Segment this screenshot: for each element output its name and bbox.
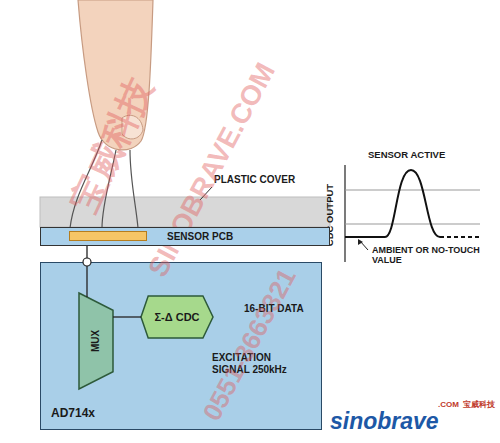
cdc-block: Σ-Δ CDC [141,296,213,338]
y-axis [344,165,345,262]
cdc-curve [345,170,440,237]
pin-junction [83,258,91,266]
threshold-line [345,224,480,225]
sensor-electrode [69,231,147,241]
threshold-line [345,190,480,191]
signal-wire [87,246,88,297]
wire-line [113,316,141,317]
logo-text: 宝威科技 [463,400,495,409]
graph-label: AMBIENT OR NO-TOUCH VALUE [372,245,484,266]
graph-label: SENSOR ACTIVE [368,150,445,161]
signal-wire [113,317,141,318]
shape-outline [141,296,213,338]
node-text: AD714x [51,407,95,421]
node-text: MUX [90,330,102,352]
node-text: SENSOR PCB [167,231,233,243]
shape-outline [79,293,113,389]
arrowhead [358,239,363,245]
sensor-pcb-band: SENSOR PCB [40,227,330,246]
baseline-dashed [440,236,482,238]
watermark: SINOBRAVE.COM [142,58,282,283]
logo-text: sinobrave [330,408,439,434]
logo-text: .COM [438,400,459,409]
wire-line [86,246,87,297]
mux-trapezoid: MUX [79,293,113,389]
node-text: Σ-Δ CDC [153,311,201,324]
field-line [130,150,138,228]
